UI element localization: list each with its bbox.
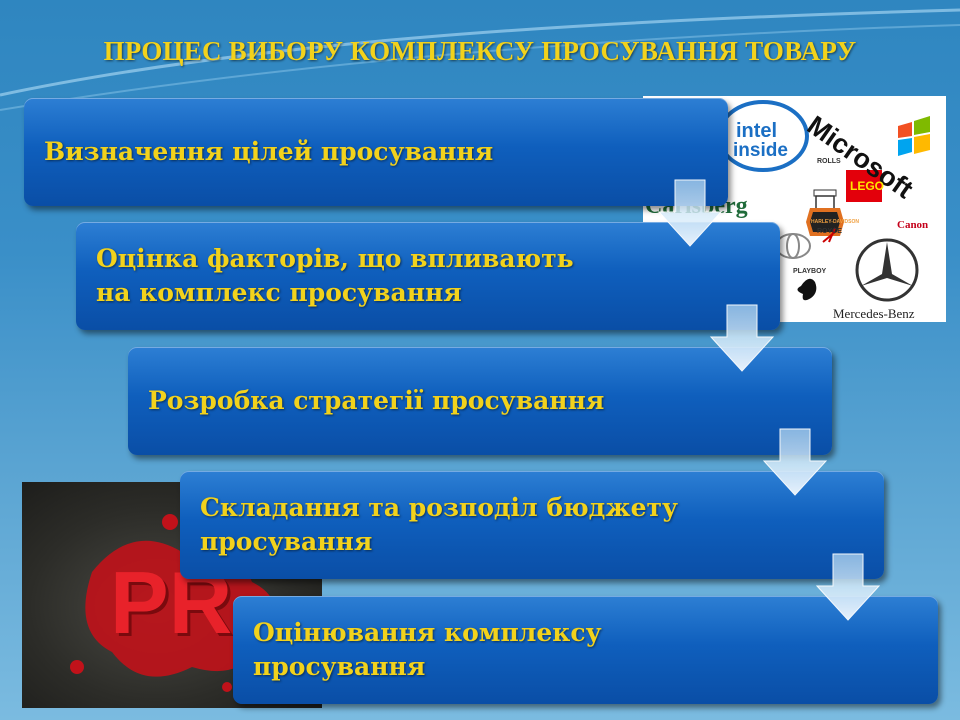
mercedes-logo-text: Mercedes-Benz	[833, 306, 915, 321]
lego-logo-text: LEGO	[850, 179, 885, 193]
step-1-box: Визначення цілей просування	[24, 98, 728, 206]
intel-inside-text: inside	[733, 140, 788, 161]
step-5-box: Оцінювання комплексу просування	[233, 596, 938, 704]
down-arrow-icon	[762, 428, 828, 496]
step-5-label: Оцінювання комплексу просування	[253, 618, 602, 681]
rolls-royce-bottom-text: ROYCE	[817, 228, 842, 235]
down-arrow-icon	[657, 179, 723, 247]
step-3-label: Розробка стратегії просування	[148, 386, 605, 415]
step-4-label: Складання та розподіл бюджету просування	[200, 493, 678, 556]
step-2-box: Оцінка факторів, що впливають на комплек…	[76, 222, 780, 330]
step-1-label: Визначення цілей просування	[44, 137, 494, 166]
step-2-label: Оцінка факторів, що впливають на комплек…	[96, 244, 574, 307]
down-arrow-icon	[709, 304, 775, 372]
down-arrow-icon	[815, 553, 881, 621]
harley-logo-text: HARLEY-DAVIDSON	[811, 219, 859, 225]
background-swoosh	[0, 8, 960, 111]
intel-logo-text: intel	[736, 120, 778, 142]
slide-title: ПРОЦЕС ВИБОРУ КОМПЛЕКСУ ПРОСУВАННЯ ТОВАР…	[103, 36, 857, 66]
step-3-box: Розробка стратегії просування	[128, 347, 832, 455]
playboy-logo-text: PLAYBOY	[793, 268, 827, 275]
canon-logo-text: Canon	[897, 219, 929, 231]
step-4-box: Складання та розподіл бюджету просування	[180, 471, 884, 579]
rolls-royce-top-text: ROLLS	[817, 158, 841, 165]
